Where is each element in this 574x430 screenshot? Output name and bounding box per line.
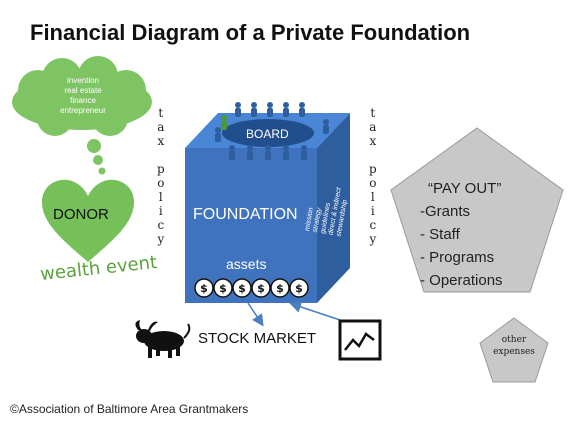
board-ellipse <box>222 119 314 147</box>
svg-text:$: $ <box>276 282 284 295</box>
tax-letter: p <box>157 162 165 176</box>
tax-letter: c <box>157 218 165 232</box>
tax-letter: l <box>158 190 163 204</box>
payout-item: - Programs <box>420 249 495 266</box>
copyright-credit: ©Association of Baltimore Area Grantmake… <box>10 402 249 416</box>
lead-person-icon <box>221 115 227 130</box>
payout-heading: “PAY OUT” <box>428 180 502 197</box>
tax-letter: x <box>157 134 165 148</box>
arrow-to-market <box>247 302 264 327</box>
tax-letter: i <box>158 204 163 218</box>
cloud-bubble-3 <box>98 167 106 175</box>
diagram-title: Financial Diagram of a Private Foundatio… <box>30 20 471 45</box>
tax-letter: t <box>370 106 376 120</box>
tax-letter: c <box>369 218 377 232</box>
tax-letter: y <box>157 232 165 246</box>
bull-icon <box>135 320 191 358</box>
svg-text:$: $ <box>238 282 246 295</box>
assets-label: assets <box>226 256 267 272</box>
arrow-from-market <box>289 301 341 321</box>
other-expenses-pentagon <box>479 317 549 383</box>
heart-icon <box>42 179 134 262</box>
svg-text:$: $ <box>200 282 208 295</box>
payout-item: - Staff <box>420 226 460 243</box>
thought-cloud <box>12 56 152 175</box>
tax-letter: x <box>369 134 377 148</box>
other-expenses-line: other <box>501 335 527 345</box>
money-bags: $ $ $ $ $ $ <box>194 278 309 298</box>
board-label: BOARD <box>246 127 289 141</box>
tax-letter: o <box>369 176 377 190</box>
payout-pentagon <box>390 127 564 293</box>
stock-chart-icon <box>338 319 382 361</box>
tax-letter: o <box>157 176 165 190</box>
tax-letter: l <box>370 190 375 204</box>
tax-letter: y <box>369 232 377 246</box>
tax-letter: i <box>370 204 375 218</box>
donor-label: DONOR <box>53 206 109 223</box>
tax-letter: a <box>369 120 377 134</box>
svg-text:$: $ <box>257 282 265 295</box>
stock-market-label: STOCK MARKET <box>198 330 317 347</box>
payout-text: “PAY OUT” -Grants - Staff - Programs - O… <box>420 177 503 292</box>
tax-letter: a <box>157 120 165 134</box>
cloud-line: real estate <box>64 86 102 95</box>
cloud-bubble-2 <box>93 155 103 165</box>
payout-item: -Grants <box>420 203 471 220</box>
payout-item: - Operations <box>420 272 503 289</box>
tax-letter: t <box>158 106 164 120</box>
cloud-line: entrepreneur <box>60 106 106 115</box>
cloud-line: invention <box>66 76 100 85</box>
svg-text:$: $ <box>219 282 227 295</box>
other-expenses-line: expenses <box>493 347 535 357</box>
svg-text:$: $ <box>295 282 303 295</box>
tax-policy-right: t a x p o l i c y <box>369 106 377 246</box>
cloud-bubble-1 <box>87 139 101 153</box>
other-expenses-text: other expenses <box>482 334 546 358</box>
tax-letter: p <box>369 162 377 176</box>
cloud-line: finance <box>70 96 96 105</box>
cloud-text: invention real estate finance entreprene… <box>28 76 138 116</box>
tax-policy-left: t a x p o l i c y <box>157 106 165 246</box>
board-members <box>215 102 329 160</box>
foundation-label: FOUNDATION <box>193 206 298 223</box>
